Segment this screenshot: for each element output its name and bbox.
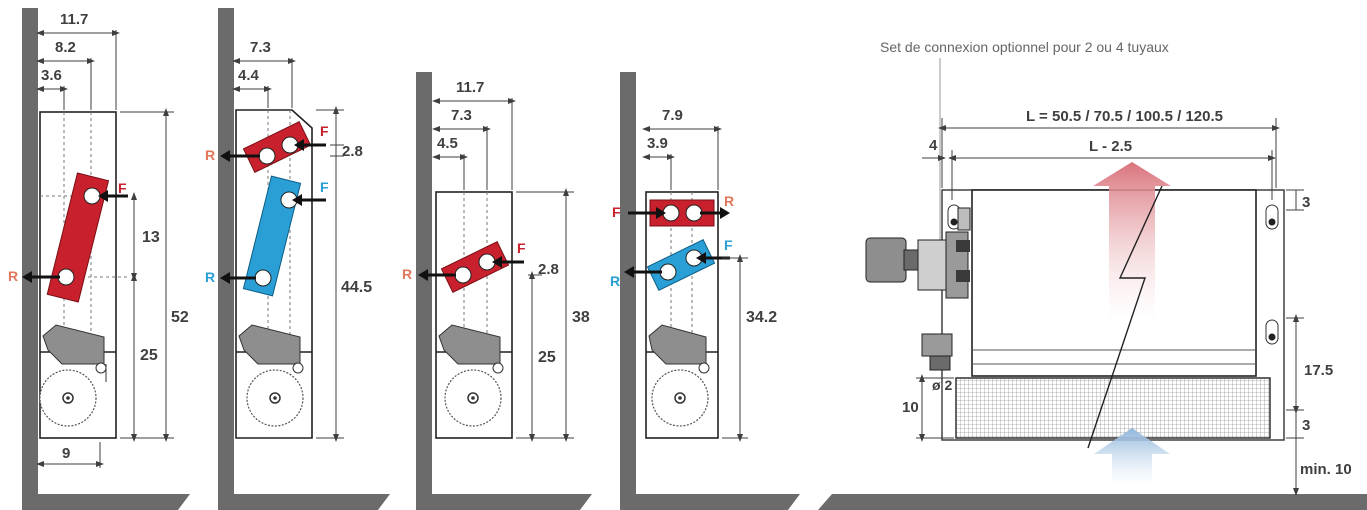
dim-3-total-depth: 11.7 — [456, 79, 484, 96]
label-flow-cold-4: F — [724, 237, 733, 253]
dim-front-mid: 17.5 — [1304, 362, 1333, 379]
dim-front-hole: ø 2 — [932, 377, 952, 393]
dim-4-pipe-depth: 3.9 — [647, 135, 668, 152]
unit-2 — [235, 109, 313, 439]
dim-front-floor: min. 10 — [1300, 461, 1352, 478]
unit-4 — [645, 191, 719, 439]
dim-2-total-depth: 7.3 — [250, 39, 271, 56]
dim-front-grille: 10 — [902, 399, 919, 416]
wall-floor-1 — [22, 8, 190, 510]
dims-unit-2 — [232, 58, 344, 442]
dim-front-bottom: 3 — [1302, 417, 1310, 434]
label-return-cold-2: R — [205, 269, 215, 285]
dim-1-bottom-depth: 9 — [62, 445, 70, 462]
unit-3 — [435, 191, 513, 439]
break-line — [1087, 185, 1163, 449]
dim-1-pipe-depth: 3.6 — [41, 67, 62, 84]
dim-3-mid-depth: 7.3 — [451, 107, 472, 124]
dim-2-pipe-depth: 4.4 — [238, 67, 260, 84]
label-flow-hot-2: F — [320, 123, 329, 139]
dim-front-length: L = 50.5 / 70.5 / 100.5 / 120.5 — [1026, 108, 1223, 125]
label-flow-3: F — [517, 240, 526, 256]
dims-unit-1 — [36, 30, 174, 468]
dim-front-inner-length: L - 2.5 — [1089, 138, 1132, 155]
label-flow-1: F — [118, 180, 127, 196]
dim-4-total-depth: 7.9 — [662, 107, 683, 124]
dims-unit-3 — [432, 98, 574, 442]
front-unit — [865, 189, 1285, 441]
air-grille — [955, 377, 1271, 439]
wall-floor-3 — [416, 72, 592, 510]
caption-connection-set: Set de connexion optionnel pour 2 ou 4 t… — [880, 39, 1169, 55]
dim-3-total-height: 38 — [572, 309, 590, 326]
dim-4-total-height: 34.2 — [746, 309, 777, 326]
dim-2-offset: 2.8 — [342, 143, 363, 160]
label-return-hot-4: R — [724, 193, 734, 209]
label-flow-cold-2: F — [320, 179, 329, 195]
floor-front-view — [818, 494, 1367, 510]
dim-1-total-depth: 11.7 — [60, 11, 88, 28]
dims-front — [916, 118, 1304, 496]
wall-floor-2 — [218, 8, 390, 510]
dim-1-mid-depth: 8.2 — [55, 39, 76, 56]
label-return-3: R — [402, 266, 412, 282]
dim-front-top: 3 — [1302, 194, 1310, 211]
label-return-cold-4: R — [610, 273, 620, 289]
label-return-hot-2: R — [205, 147, 215, 163]
dim-3-offset: 2.8 — [538, 261, 559, 278]
dim-1-pipe-height: 13 — [142, 229, 160, 246]
dim-front-side: 4 — [929, 137, 938, 154]
dim-3-lower-height: 25 — [538, 349, 556, 366]
dim-3-pipe-depth: 4.5 — [437, 135, 458, 152]
dim-1-lower-height: 25 — [140, 347, 158, 364]
air-inlet-arrow — [1094, 428, 1170, 486]
air-outlet-arrow — [1093, 162, 1171, 320]
valve-actuator — [865, 237, 907, 283]
unit-1 — [39, 111, 130, 439]
label-return-1: R — [8, 268, 18, 284]
label-flow-hot-4: F — [612, 204, 621, 220]
dim-1-total-height: 52 — [171, 309, 189, 326]
wall-floor-4 — [620, 72, 800, 510]
dim-2-total-height: 44.5 — [341, 279, 372, 296]
dims-unit-4 — [642, 126, 748, 442]
